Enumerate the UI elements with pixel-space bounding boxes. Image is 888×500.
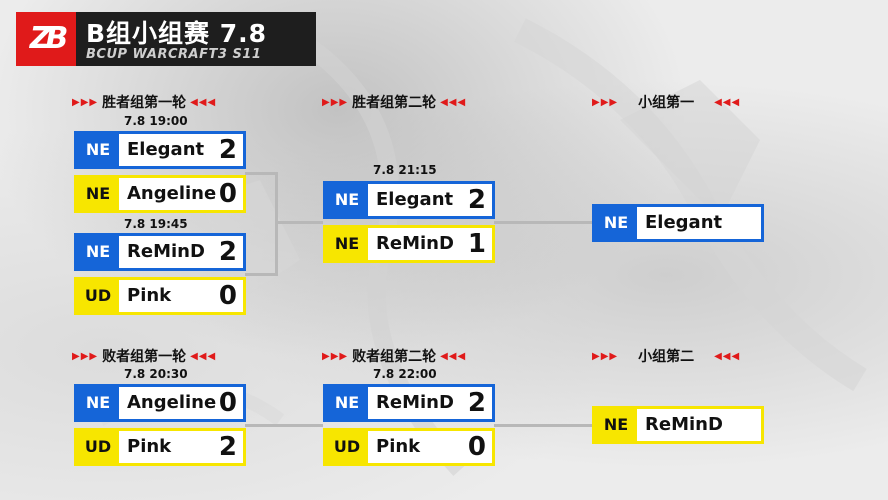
bracket-connector — [494, 221, 592, 224]
player-score: 0 — [218, 281, 237, 311]
match-row: NE ReMinD 2 — [323, 384, 495, 422]
section-group-first: ▶▶▶ 小组第一 ◀◀◀ — [592, 93, 740, 111]
player-name: Elegant — [645, 212, 723, 233]
race-badge: NE — [326, 228, 368, 260]
section-group-second: ▶▶▶ 小组第二 ◀◀◀ — [592, 347, 740, 365]
bracket-connector — [245, 273, 277, 276]
player-name: ReMinD — [127, 241, 205, 262]
arrow-right-icon: ▶▶▶ — [322, 96, 349, 108]
player-name: Angeline — [127, 183, 217, 204]
player-score: 0 — [218, 388, 237, 418]
match-row: NE Angeline 0 — [74, 384, 246, 422]
match-row: UD Pink 0 — [323, 428, 495, 466]
player-score: 2 — [218, 135, 237, 165]
arrow-left-icon: ◀◀◀ — [440, 96, 467, 108]
logo-text: ZB — [29, 21, 69, 56]
match-row: NE ReMinD 1 — [323, 225, 495, 263]
race-badge: NE — [595, 409, 637, 441]
player-name: Pink — [376, 436, 421, 457]
player-score: 2 — [218, 432, 237, 462]
race-badge: NE — [326, 387, 368, 419]
player-score: 2 — [467, 388, 486, 418]
bracket-connector — [245, 424, 323, 427]
arrow-left-icon: ◀◀◀ — [190, 350, 217, 362]
player-score: 2 — [467, 185, 486, 215]
race-badge: NE — [326, 184, 368, 216]
match-time: 7.8 19:45 — [124, 217, 188, 231]
event-header: ZB B组小组赛 7.8 BCUP WARCRAFT3 S11 — [16, 12, 316, 66]
section-label: 胜者组第一轮 — [102, 95, 187, 111]
bcup-logo: ZB — [16, 12, 76, 66]
race-badge: UD — [77, 431, 119, 463]
section-losers-round1: ▶▶▶ 败者组第一轮 ◀◀◀ — [72, 347, 216, 365]
player-name: ReMinD — [645, 414, 723, 435]
match-time: 7.8 20:30 — [124, 367, 188, 381]
player-name: Pink — [127, 285, 172, 306]
player-name: Elegant — [376, 189, 454, 210]
race-badge: NE — [77, 134, 119, 166]
player-score: 0 — [467, 432, 486, 462]
race-badge: NE — [595, 207, 637, 239]
race-badge: NE — [77, 178, 119, 210]
section-label: 败者组第一轮 — [102, 349, 187, 365]
player-name: Pink — [127, 436, 172, 457]
player-name: ReMinD — [376, 233, 454, 254]
arrow-left-icon: ◀◀◀ — [714, 350, 741, 362]
player-name: Elegant — [127, 139, 205, 160]
page-subtitle: BCUP WARCRAFT3 S11 — [86, 47, 262, 62]
player-name: Angeline — [127, 392, 217, 413]
arrow-right-icon: ▶▶▶ — [592, 350, 619, 362]
race-badge: NE — [77, 236, 119, 268]
player-score: 1 — [467, 229, 486, 259]
section-winners-round1: ▶▶▶ 胜者组第一轮 ◀◀◀ — [72, 93, 216, 111]
match-row: NE ReMinD 2 — [74, 233, 246, 271]
section-winners-round2: ▶▶▶ 胜者组第二轮 ◀◀◀ — [322, 93, 466, 111]
bracket-connector — [275, 172, 278, 276]
section-label: 败者组第二轮 — [352, 349, 437, 365]
page-title: B组小组赛 7.8 — [86, 19, 268, 48]
match-row: NE Elegant 2 — [74, 131, 246, 169]
match-row: NE Angeline 0 — [74, 175, 246, 213]
section-label: 胜者组第二轮 — [352, 95, 437, 111]
arrow-right-icon: ▶▶▶ — [592, 96, 619, 108]
arrow-right-icon: ▶▶▶ — [72, 350, 99, 362]
arrow-left-icon: ◀◀◀ — [714, 96, 741, 108]
bracket-connector — [245, 172, 277, 175]
match-time: 7.8 21:15 — [373, 163, 437, 177]
race-badge: UD — [326, 431, 368, 463]
player-score: 0 — [218, 179, 237, 209]
player-name: ReMinD — [376, 392, 454, 413]
player-score: 2 — [218, 237, 237, 267]
race-badge: NE — [77, 387, 119, 419]
bracket-connector — [494, 424, 592, 427]
bracket-connector — [275, 221, 323, 224]
match-row: UD Pink 2 — [74, 428, 246, 466]
section-label: 小组第一 — [638, 95, 695, 111]
match-row: NE Elegant 2 — [323, 181, 495, 219]
match-time: 7.8 22:00 — [373, 367, 437, 381]
arrow-left-icon: ◀◀◀ — [440, 350, 467, 362]
race-badge: UD — [77, 280, 119, 312]
section-losers-round2: ▶▶▶ 败者组第二轮 ◀◀◀ — [322, 347, 466, 365]
arrow-right-icon: ▶▶▶ — [72, 96, 99, 108]
section-label: 小组第二 — [638, 349, 695, 365]
arrow-right-icon: ▶▶▶ — [322, 350, 349, 362]
match-row: UD Pink 0 — [74, 277, 246, 315]
group-second-result: NE ReMinD — [592, 406, 764, 444]
group-first-result: NE Elegant — [592, 204, 764, 242]
arrow-left-icon: ◀◀◀ — [190, 96, 217, 108]
match-time: 7.8 19:00 — [124, 114, 188, 128]
